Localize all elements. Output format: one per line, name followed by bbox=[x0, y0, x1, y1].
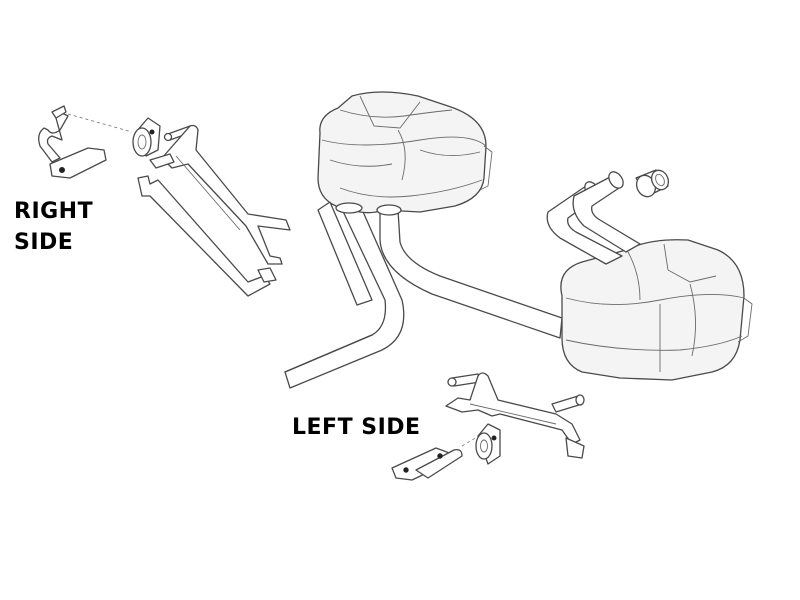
right-side-label-line1: RIGHT bbox=[14, 199, 94, 224]
lower-muffler bbox=[560, 239, 753, 381]
crossover-pipe bbox=[379, 209, 563, 339]
upper-muffler-inlets bbox=[335, 202, 402, 216]
left-side-label: LEFT SIDE bbox=[292, 415, 421, 440]
upper-muffler bbox=[317, 91, 493, 214]
rubber-insulator-top bbox=[635, 169, 670, 198]
right-side-label-line2: SIDE bbox=[14, 230, 74, 255]
left-side-bracket-group bbox=[391, 372, 585, 481]
tailpipes bbox=[546, 171, 641, 265]
right-side-bracket-group bbox=[38, 105, 291, 297]
